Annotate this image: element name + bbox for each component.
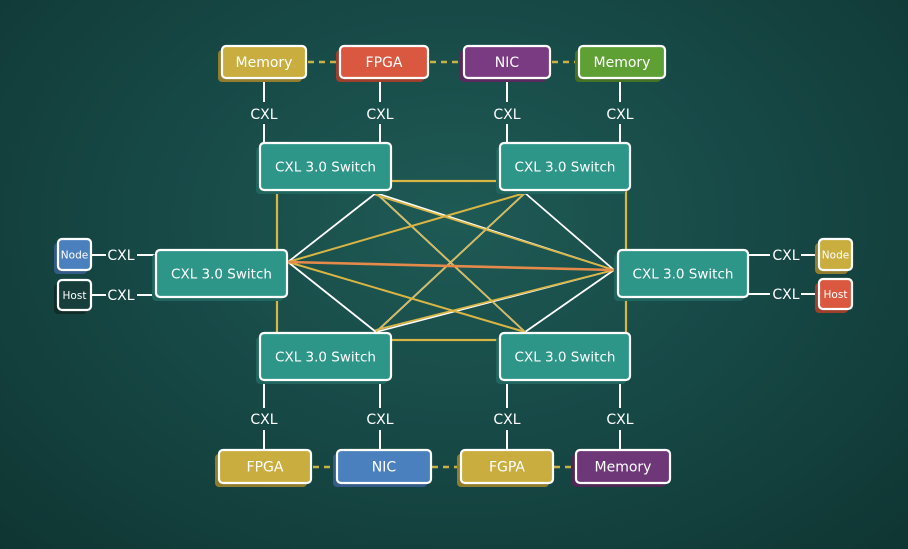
bottom-device-3-face <box>459 448 555 485</box>
cxl-label-top-3: CXL <box>493 107 520 123</box>
mesh-link-tr-bl-gold <box>375 192 526 333</box>
mesh-link-tr-mr <box>524 192 615 271</box>
bottom-device-3: FGPA <box>457 448 555 487</box>
switch-bottom-left: CXL 3.0 Switch <box>256 331 393 384</box>
top-device-4-face <box>577 44 667 80</box>
cxl-label-top-4: CXL <box>606 107 633 123</box>
left-endpoint-node: Node <box>54 237 93 274</box>
mesh-link-bl-ml <box>287 261 377 333</box>
bottom-device-1-label: FPGA <box>247 460 284 476</box>
bottom-device-4: Memory <box>572 448 672 487</box>
top-device-3-label: NIC <box>495 55 520 71</box>
cxl-label-bottom-1: CXL <box>250 412 277 428</box>
cxl-label-bottom-4: CXL <box>606 412 633 428</box>
left-endpoint-host: Host <box>54 278 93 314</box>
switch-mid-right-label: CXL 3.0 Switch <box>633 266 734 282</box>
switch-mid-right: CXL 3.0 Switch <box>614 248 750 301</box>
bottom-device-1: FPGA <box>215 448 313 487</box>
switch-top-left-face <box>258 141 393 192</box>
switch-top-right-label: CXL 3.0 Switch <box>515 159 616 175</box>
right-endpoint-node-face <box>817 237 854 272</box>
left-endpoint-node-label: Node <box>61 249 88 261</box>
switch-top-right: CXL 3.0 Switch <box>496 141 632 194</box>
mesh-link-ml-tr <box>287 192 526 263</box>
switch-bottom-right-face <box>498 331 632 382</box>
bottom-device-3-label: FGPA <box>489 460 525 476</box>
mesh-link-ml-mr <box>286 260 616 272</box>
switch-top-left: CXL 3.0 Switch <box>256 141 393 194</box>
top-device-3: NIC <box>460 44 552 82</box>
switch-mid-left-face <box>154 248 289 299</box>
switch-mid-right-face <box>616 248 750 299</box>
bottom-device-4-label: Memory <box>595 460 652 476</box>
cxl-label-right-2: CXL <box>772 287 799 303</box>
cxl-label-bottom-2: CXL <box>366 412 393 428</box>
left-endpoint-node-face <box>56 237 93 272</box>
mesh-link-br-mr <box>524 269 615 333</box>
switch-mesh <box>275 179 628 342</box>
cxl-label-bottom-3: CXL <box>493 412 520 428</box>
right-endpoint-host-label: Host <box>824 289 848 301</box>
cxl-label-right-1: CXL <box>772 248 799 264</box>
top-device-2-face <box>338 44 430 80</box>
top-device-2-label: FPGA <box>366 55 403 71</box>
cxl-label-left-2: CXL <box>107 288 134 304</box>
mesh-link-mr-tl-gold <box>375 194 615 271</box>
cxl-label-top-2: CXL <box>366 107 393 123</box>
bottom-device-2-face <box>335 448 433 485</box>
top-device-4-label: Memory <box>594 55 651 71</box>
right-endpoint-host: Host <box>815 277 854 313</box>
right-endpoint-node: Node <box>815 237 854 274</box>
mesh-link-ml-br <box>287 261 526 333</box>
switch-bottom-left-label: CXL 3.0 Switch <box>275 349 376 365</box>
top-device-2: FPGA <box>336 44 430 82</box>
switch-mid-left-label: CXL 3.0 Switch <box>171 266 272 282</box>
bottom-device-2: NIC <box>333 448 433 487</box>
switch-top-right-face <box>498 141 632 192</box>
top-device-3-face <box>462 44 552 80</box>
bottom-device-2-label: NIC <box>372 460 397 476</box>
left-endpoint-host-face <box>56 278 93 312</box>
top-device-4: Memory <box>575 44 667 82</box>
top-device-1: Memory <box>218 44 308 82</box>
right-endpoint-node-label: Node <box>822 249 849 261</box>
mesh-link-tl-ml <box>287 192 377 263</box>
bottom-device-1-face <box>217 448 313 485</box>
right-endpoint-host-face <box>817 277 854 311</box>
cxl-link-labels: CXL CXL CXL CXL CXL CXL CXL CXL CXL CXL CXL CXL <box>107 107 799 428</box>
device-dashed-links <box>308 60 579 469</box>
switch-top-left-label: CXL 3.0 Switch <box>275 159 376 175</box>
switch-bottom-right: CXL 3.0 Switch <box>496 331 632 384</box>
mesh-link-mr-bl-gold <box>375 269 615 331</box>
top-device-1-label: Memory <box>236 55 293 71</box>
cxl-label-left-1: CXL <box>107 248 134 264</box>
top-device-1-face <box>220 44 308 80</box>
switch-bottom-left-face <box>258 331 393 382</box>
cxl-label-top-1: CXL <box>250 107 277 123</box>
switch-mid-left: CXL 3.0 Switch <box>152 248 289 301</box>
bottom-device-4-face <box>574 448 672 485</box>
left-endpoint-host-label: Host <box>63 290 87 302</box>
switch-bottom-right-label: CXL 3.0 Switch <box>515 349 616 365</box>
